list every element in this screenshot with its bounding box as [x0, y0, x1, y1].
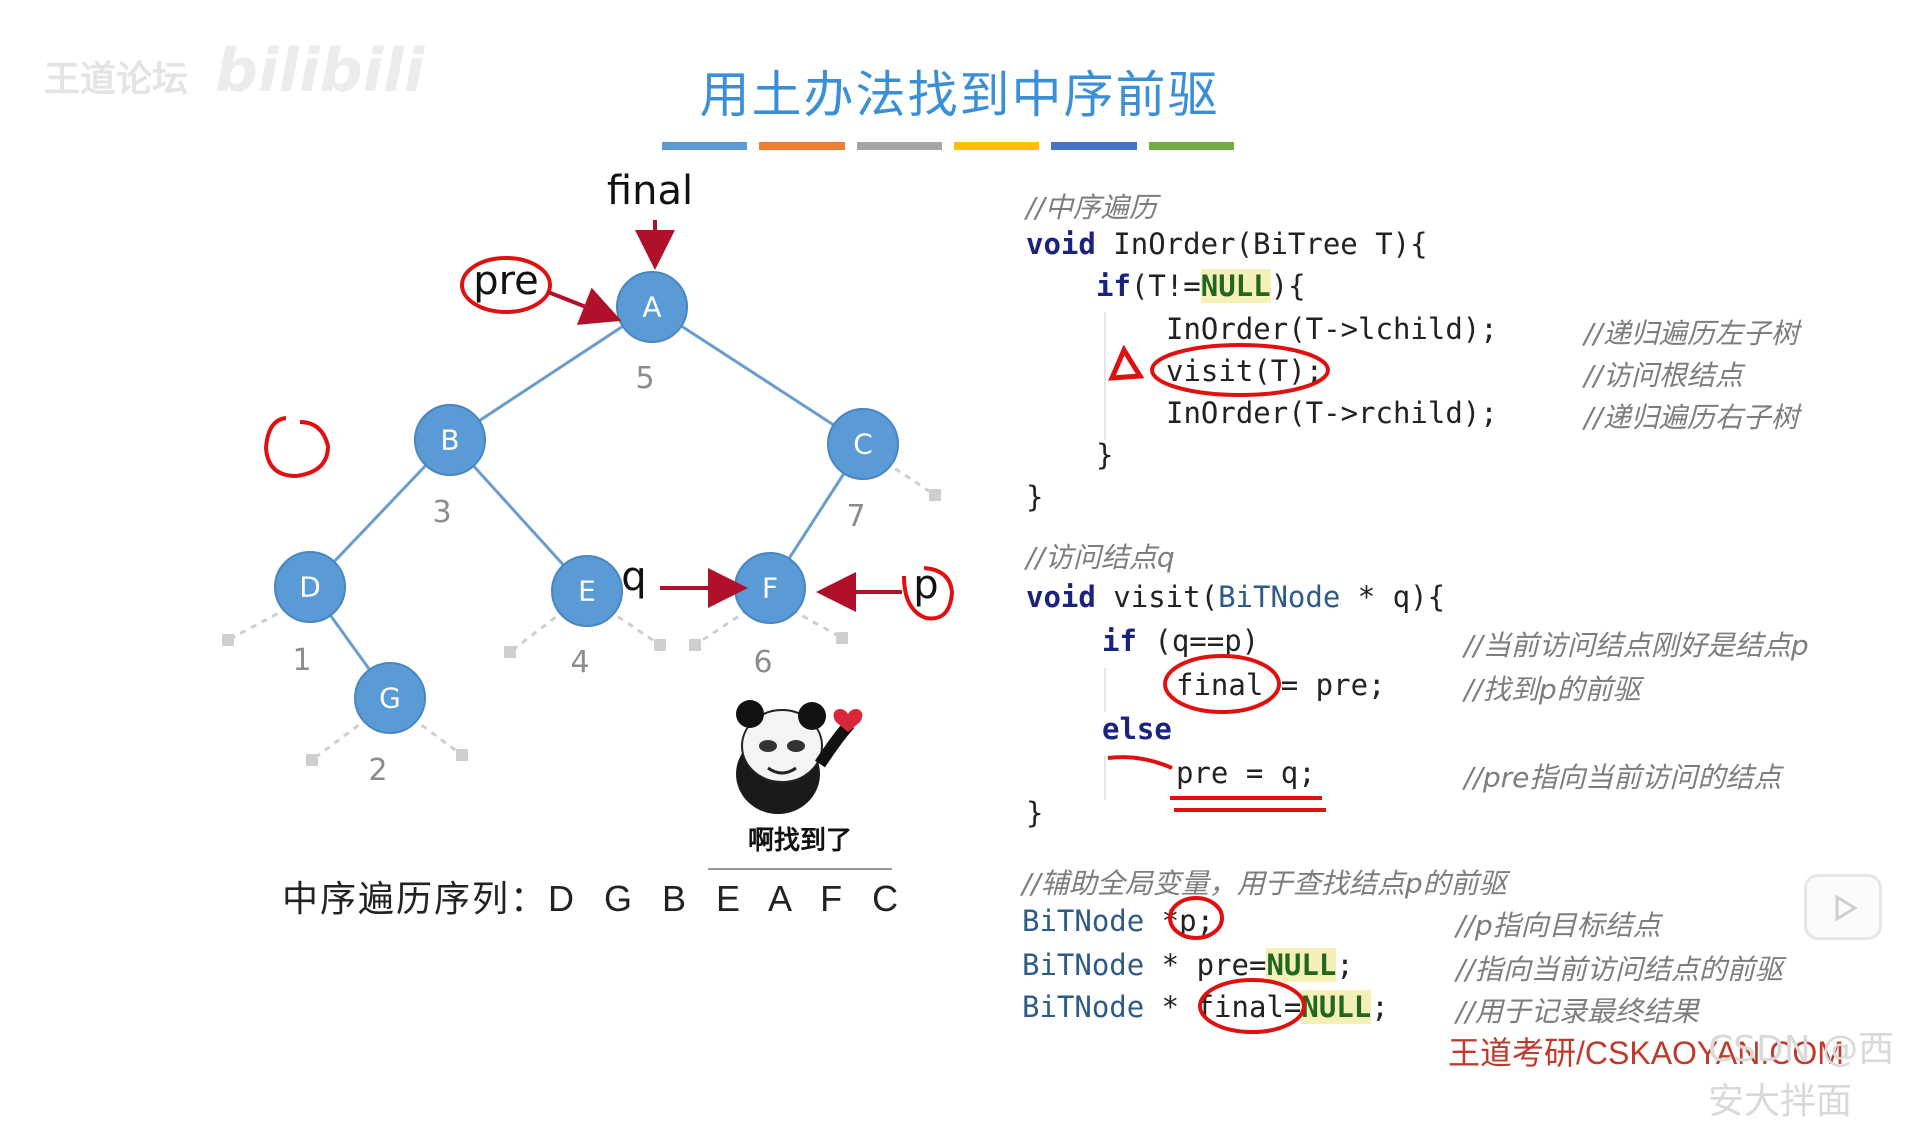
- play-button[interactable]: [1804, 874, 1882, 940]
- edge-a-c: [652, 307, 863, 444]
- order-number: 5: [635, 361, 654, 396]
- annotation-circle-final-global: [1200, 980, 1304, 1032]
- tree-edges: [310, 307, 863, 698]
- meme-sticker: 啊找到了: [720, 684, 880, 854]
- code-comment: //访问根结点: [1584, 354, 1743, 394]
- node-label: A: [642, 291, 661, 324]
- panda-image: [720, 684, 880, 814]
- node-b: B: [415, 405, 485, 475]
- node-label: F: [762, 572, 778, 605]
- arrow-pre: [548, 292, 614, 318]
- pointer-q-label: q: [621, 554, 646, 600]
- code-comment: //当前访问结点刚好是结点p: [1464, 624, 1809, 664]
- code-line: void InOrder(BiTree T){: [1026, 227, 1428, 261]
- footer-author-watermark: CSDN @西安大拌面: [1708, 1020, 1919, 1124]
- order-number: 6: [753, 645, 772, 680]
- pointer-final-label: final: [607, 168, 693, 214]
- code-comment: //用于记录最终结果: [1456, 990, 1699, 1030]
- code-comment: //找到p的前驱: [1464, 668, 1641, 708]
- annotation-triangle: [1112, 350, 1140, 378]
- node-label: G: [379, 682, 401, 715]
- node-label: C: [853, 428, 873, 461]
- sequence-value: D G B E A F C: [548, 878, 908, 919]
- meme-caption: 啊找到了: [720, 820, 880, 857]
- edge-a-b: [450, 307, 652, 440]
- play-icon: [1807, 877, 1879, 937]
- code-comment: //中序遍历: [1026, 186, 1157, 226]
- annotation-scribble: [266, 418, 328, 476]
- annotation-circle-final: [1165, 656, 1279, 712]
- pointer-pre-label: pre: [473, 258, 539, 304]
- sequence-label: 中序遍历序列：: [282, 879, 548, 920]
- order-number: 4: [570, 645, 589, 680]
- node-c: C: [828, 409, 898, 479]
- code-comment: //指向当前访问结点的前驱: [1456, 948, 1783, 988]
- color-segment: [1149, 142, 1234, 150]
- color-segment: [1051, 142, 1136, 150]
- order-number: 2: [368, 753, 387, 788]
- annotation-circle-visit: [1152, 345, 1328, 395]
- node-label: D: [299, 571, 321, 604]
- code-line: if(T!=NULL){: [1096, 269, 1306, 303]
- code-annotations: [1000, 330, 1380, 1060]
- code-comment: //递归遍历右子树: [1584, 396, 1799, 436]
- node-f: F: [735, 553, 805, 623]
- annotation-circle-p: [1170, 898, 1222, 938]
- code-comment: //p指向目标结点: [1456, 904, 1661, 944]
- order-number: 1: [292, 643, 311, 678]
- annotation-underline-pre: [1108, 757, 1326, 810]
- inorder-sequence: 中序遍历序列：D G B E A F C: [282, 870, 908, 922]
- order-number: 7: [846, 499, 865, 534]
- order-number: 3: [432, 495, 451, 530]
- code-comment: //递归遍历左子树: [1584, 312, 1799, 352]
- node-label: B: [440, 424, 459, 457]
- node-label: E: [578, 575, 596, 608]
- node-g: G: [355, 663, 425, 733]
- node-e: E: [552, 556, 622, 626]
- node-a: A: [617, 272, 687, 342]
- node-d: D: [275, 552, 345, 622]
- code-comment: //pre指向当前访问的结点: [1464, 756, 1781, 796]
